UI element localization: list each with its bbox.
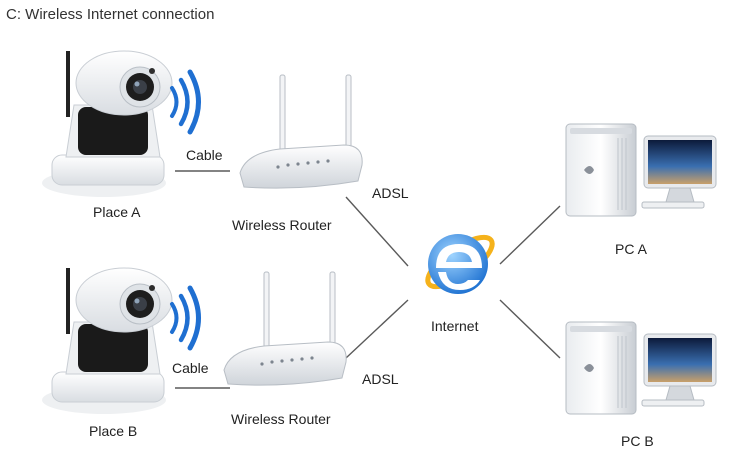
router-b-label: Wireless Router [231, 411, 331, 427]
internet-label: Internet [431, 318, 479, 334]
adsl-label-b: ADSL [362, 371, 399, 387]
internet-explorer-icon [425, 234, 495, 294]
cable-label-a: Cable [186, 147, 223, 163]
wifi-signal-a-icon [172, 72, 199, 132]
internet-pc-b-line [499, 299, 561, 359]
cable-label-b: Cable [172, 360, 209, 376]
adsl-line-b [345, 299, 409, 359]
router-a-icon [239, 74, 363, 189]
pc-b-icon [565, 321, 717, 415]
wifi-signal-b-icon [172, 288, 199, 348]
camera-b-icon [41, 267, 173, 415]
camera-a-icon [41, 50, 173, 198]
pc-b-label: PC B [621, 433, 654, 449]
router-b-icon [223, 271, 347, 386]
diagram-title: C: Wireless Internet connection [6, 6, 215, 23]
adsl-label-a: ADSL [372, 185, 409, 201]
place-b-label: Place B [89, 423, 138, 439]
pc-a-icon [565, 123, 717, 217]
adsl-line-a [345, 196, 409, 267]
pc-a-label: PC A [615, 241, 647, 257]
place-a-label: Place A [93, 204, 141, 220]
router-a-label: Wireless Router [232, 217, 332, 233]
internet-pc-a-line [499, 205, 561, 265]
